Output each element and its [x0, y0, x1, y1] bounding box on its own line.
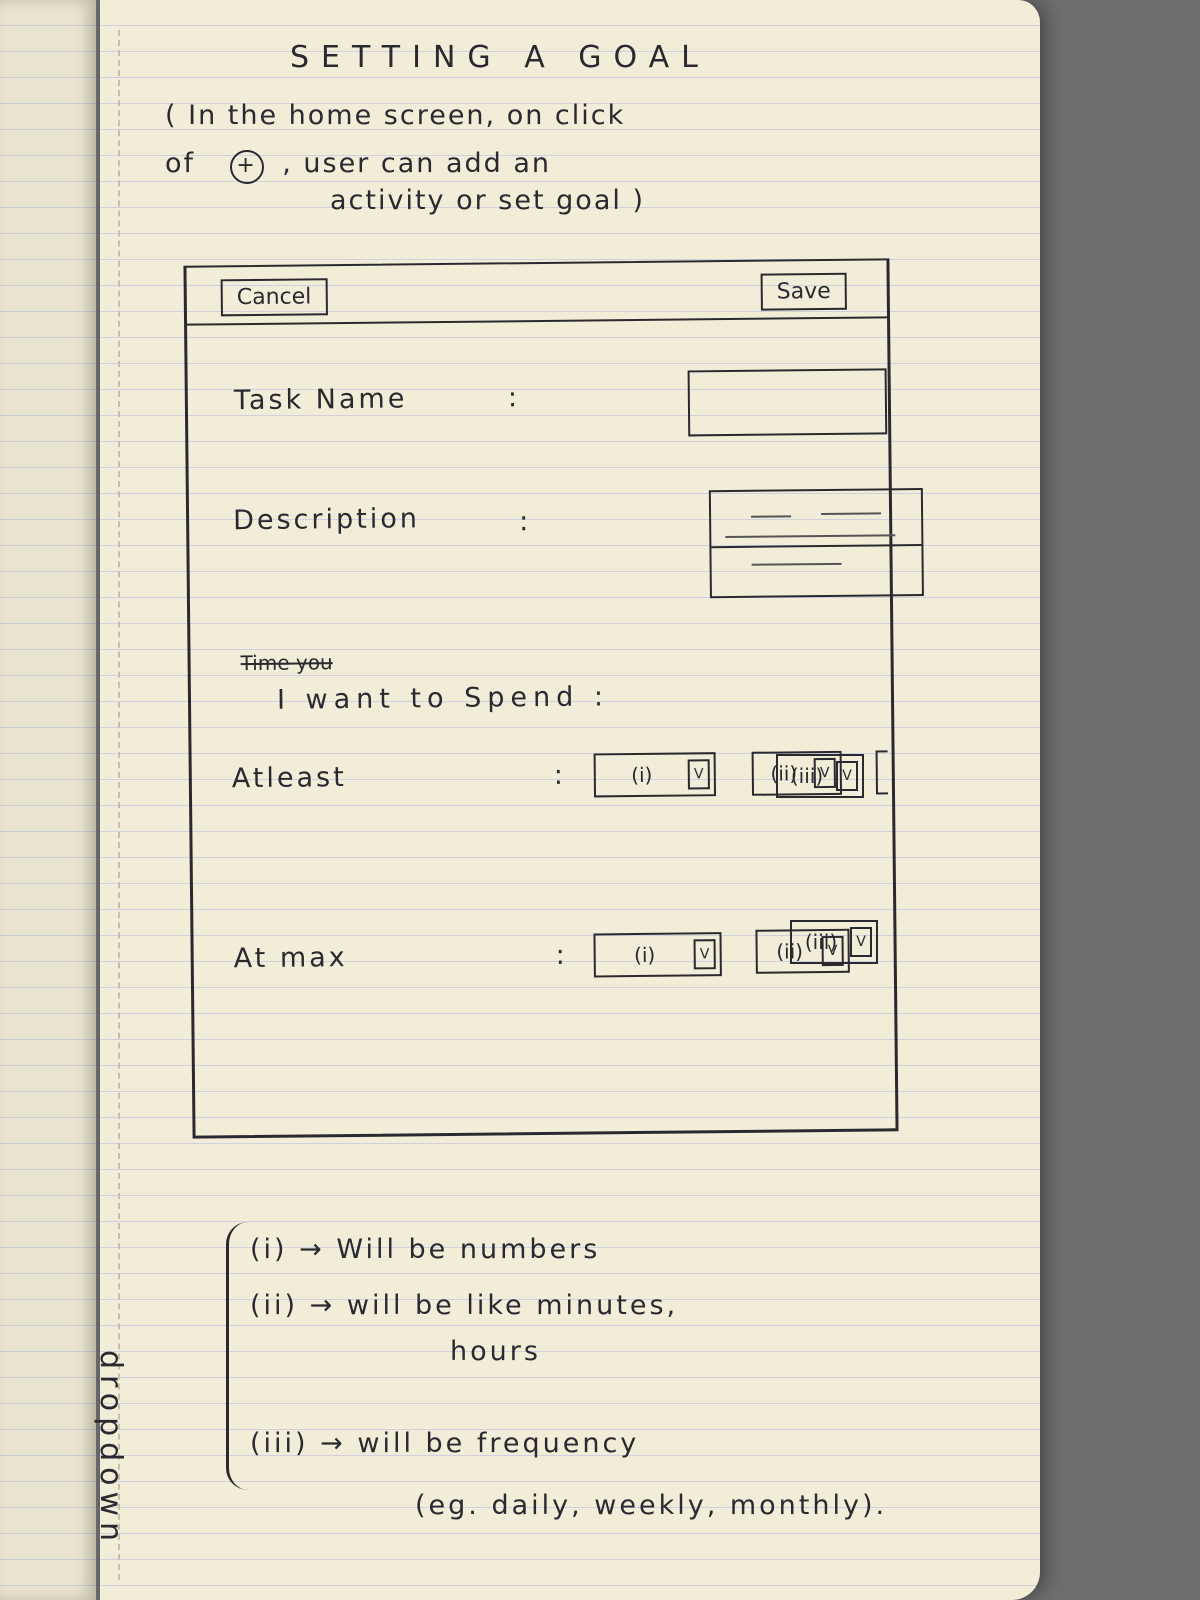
intro-note-rest: , user can add an: [282, 148, 552, 179]
task-name-colon: :: [507, 382, 518, 414]
dropdown-value: (iii): [804, 930, 838, 954]
placeholder-scribble: [725, 534, 896, 539]
atleast-label: Atleast: [231, 762, 347, 795]
struck-out-text: Time you: [240, 650, 333, 676]
plus-circle-icon: +: [229, 150, 264, 184]
atmax-colon: :: [555, 939, 565, 971]
intro-note-line-1: ( In the home screen, on click: [165, 100, 626, 131]
legend-item-3: (iii) → will be frequency: [250, 1428, 640, 1459]
placeholder-scribble: [751, 515, 792, 518]
atleast-number-dropdown[interactable]: (i) V: [593, 752, 717, 798]
intro-note-of: of: [165, 148, 196, 179]
dropdown-value: (i): [631, 762, 653, 788]
placeholder-scribble: [821, 512, 882, 516]
legend-item-3-continued: (eg. daily, weekly, monthly).: [415, 1490, 888, 1521]
placeholder-scribble: [751, 562, 842, 566]
description-colon: :: [518, 506, 529, 538]
chevron-down-icon: V: [687, 759, 710, 790]
chevron-down-icon: V: [836, 761, 858, 791]
form-header: Cancel Save: [186, 260, 888, 326]
chevron-down-icon: V: [693, 939, 716, 970]
atleast-frequency-dropdown-sketch[interactable]: (iii) V: [776, 754, 864, 798]
dropdown-side-label: dropdown: [93, 1350, 128, 1548]
intro-note-line-2: of + , user can add an: [165, 148, 551, 184]
spend-heading: I want to Spend :: [276, 681, 610, 716]
page-binding-holes: [118, 30, 120, 1580]
save-button[interactable]: Save: [760, 272, 847, 311]
cancel-button[interactable]: Cancel: [220, 278, 328, 317]
chevron-down-icon: V: [850, 927, 872, 957]
sketch-title: SETTING A GOAL: [290, 40, 710, 75]
atleast-frequency-dropdown[interactable]: [875, 750, 889, 795]
legend-item-2: (ii) → will be like minutes,: [250, 1290, 679, 1321]
legend-item-1: (i) → Will be numbers: [250, 1234, 601, 1265]
task-name-input[interactable]: [687, 368, 888, 437]
atmax-frequency-dropdown[interactable]: (iii) V: [790, 920, 878, 964]
left-notebook-page: [0, 0, 96, 1600]
notebook-page: SETTING A GOAL ( In the home screen, on …: [93, 0, 1040, 1600]
legend-item-2-continued: hours: [450, 1336, 541, 1367]
description-input[interactable]: [708, 487, 924, 599]
dropdown-value: (i): [633, 942, 656, 968]
description-label: Description: [232, 503, 421, 537]
atmax-label: At max: [233, 942, 348, 975]
dropdown-value: (iii): [790, 764, 824, 788]
task-name-label: Task Name: [233, 383, 408, 417]
atleast-colon: :: [553, 759, 564, 791]
description-input-divider: [711, 544, 922, 549]
intro-note-line-3: activity or set goal ): [330, 185, 645, 216]
legend-brace: [226, 1222, 251, 1490]
atmax-number-dropdown[interactable]: (i) V: [593, 932, 722, 978]
goal-form-wireframe: Cancel Save Task Name : Description : Ti…: [183, 258, 924, 1139]
